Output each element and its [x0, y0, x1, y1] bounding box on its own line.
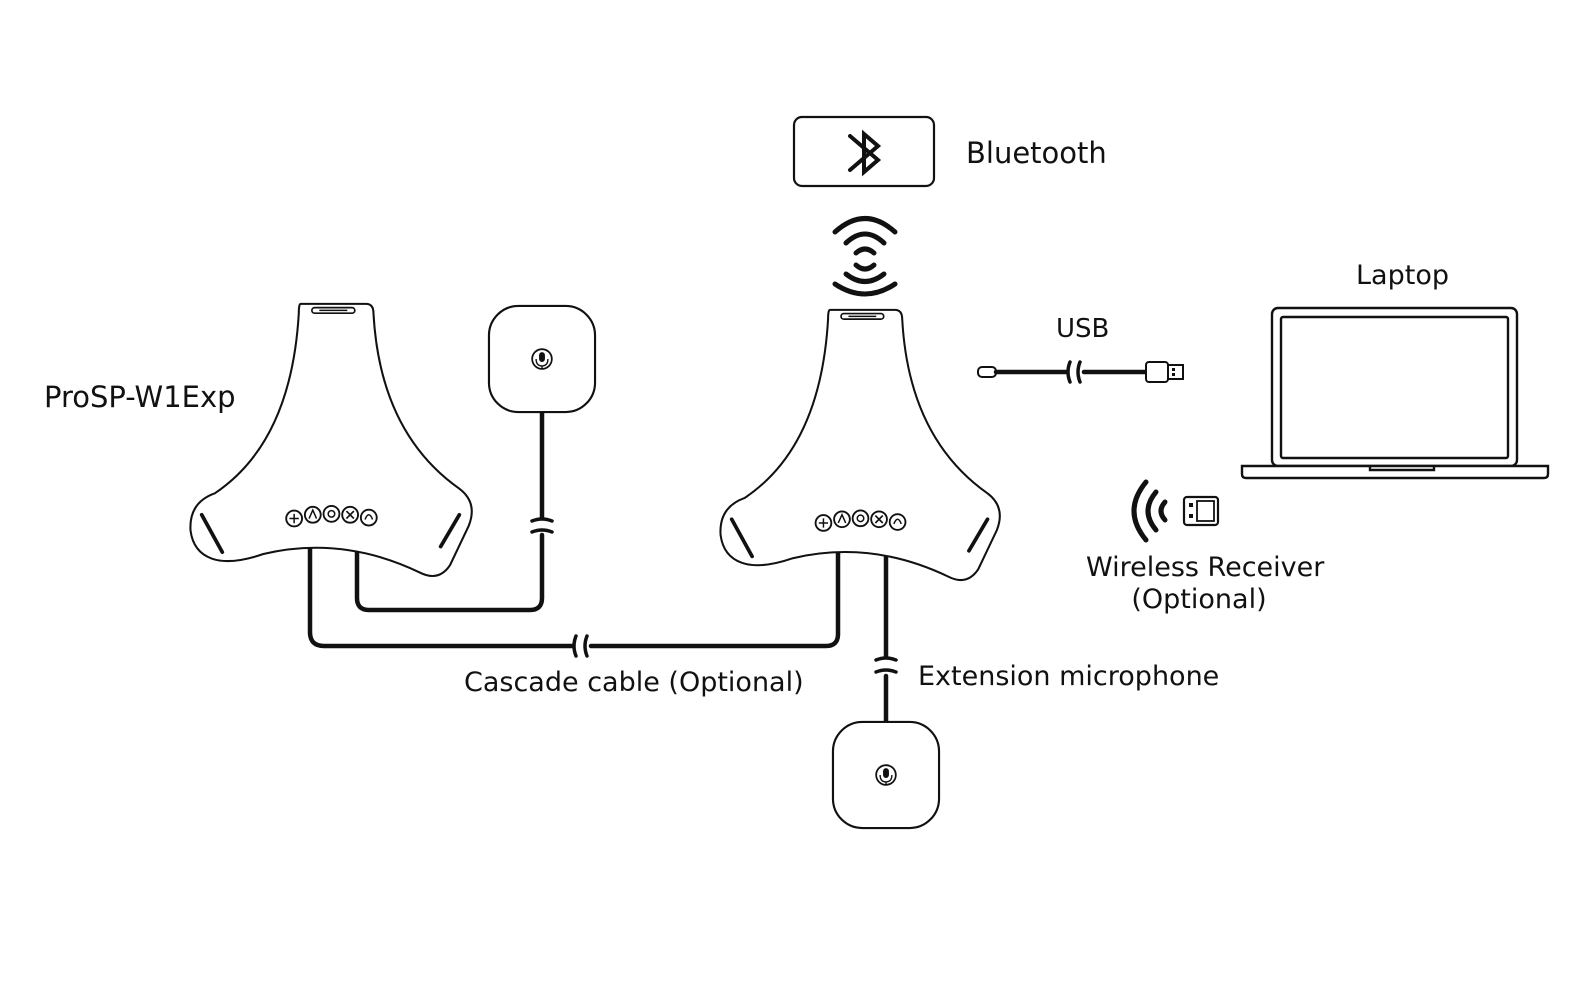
- usb-cable: [977, 360, 1184, 384]
- device-name-label: ProSP-W1Exp: [44, 380, 236, 414]
- wireless-receiver-label-line2: (Optional): [1131, 584, 1267, 616]
- extension-mic-pod-left: [487, 304, 597, 414]
- cascade-cable-label: Cascade cable (Optional): [464, 667, 804, 698]
- wireless-receiver: [1131, 479, 1220, 543]
- speakerphone-right: [718, 308, 1002, 582]
- extension-mic-pod-bottom: [831, 720, 941, 830]
- cables: [307, 409, 889, 725]
- laptop-icon: [1240, 306, 1550, 480]
- extension-microphone-label: Extension microphone: [918, 661, 1220, 692]
- wireless-receiver-label-line1: Wireless Receiver: [1086, 552, 1325, 583]
- speakerphone-left: [188, 302, 474, 578]
- usb-a-plug-icon: [1145, 361, 1169, 383]
- cable-break-marks: [530, 517, 898, 674]
- wireless-signal-icon: [1131, 479, 1168, 543]
- usb-c-plug-icon: [977, 366, 997, 378]
- bluetooth-box: [792, 115, 936, 188]
- bluetooth-label: Bluetooth: [966, 136, 1107, 170]
- left-extension-mic-cable: [354, 409, 545, 613]
- laptop-label: Laptop: [1356, 260, 1449, 291]
- usb-label: USB: [1056, 314, 1110, 344]
- bluetooth-wave-icon: [832, 216, 898, 297]
- wireless-receiver-label: Wireless Receiver (Optional): [1086, 552, 1325, 617]
- bluetooth-icon: [848, 129, 882, 177]
- cascade-cable: [307, 545, 841, 649]
